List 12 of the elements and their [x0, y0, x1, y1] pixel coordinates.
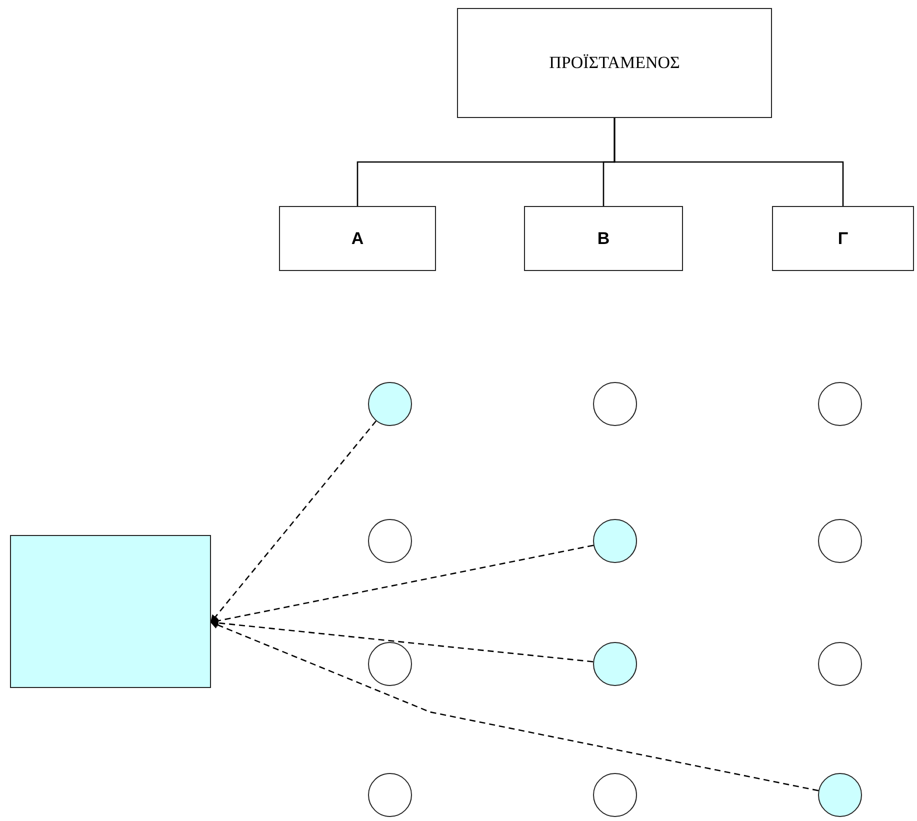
arrow — [210, 420, 377, 623]
box-node — [10, 535, 211, 688]
arrow — [210, 621, 819, 792]
org-box — [524, 206, 683, 271]
node-label: Γ — [838, 228, 848, 250]
org-box — [457, 8, 772, 118]
connector-line — [614, 118, 844, 206]
org-box — [279, 206, 436, 271]
node-label: Α — [351, 228, 364, 250]
org-box — [772, 206, 914, 271]
node-label: ΠΡΟΪΣΤΑΜΕΝΟΣ — [549, 52, 680, 74]
node-label: Β — [597, 228, 610, 250]
